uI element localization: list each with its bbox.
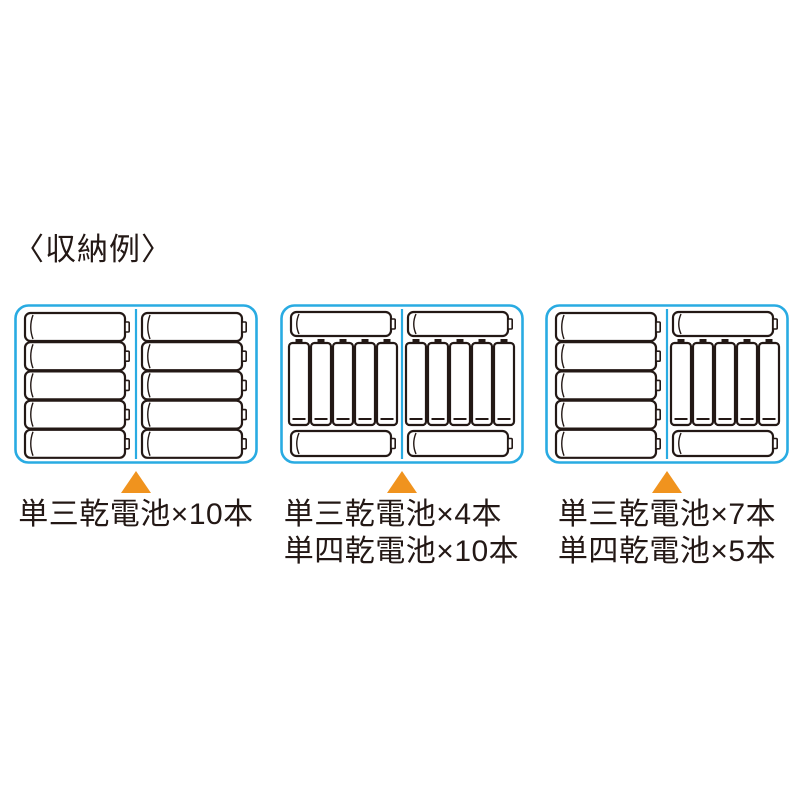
aa-battery <box>140 428 247 459</box>
aa-battery <box>23 399 130 430</box>
aaa-battery <box>426 339 449 427</box>
aaa-battery <box>691 339 715 427</box>
aaa-battery <box>492 339 515 427</box>
case-caption: 単三乾電池×7本単四乾電池×5本 <box>558 496 776 570</box>
aa-battery <box>406 310 513 338</box>
aaa-battery <box>331 339 354 427</box>
aaa-battery <box>735 339 759 427</box>
aa-battery <box>554 311 661 343</box>
case-caption-line: 単三乾電池×10本 <box>18 498 254 531</box>
aaa-battery <box>309 339 332 427</box>
aaa-battery <box>757 339 781 427</box>
pointer-up-triangle-icon <box>386 471 417 493</box>
case-caption: 単三乾電池×4本単四乾電池×10本 <box>284 496 519 570</box>
aa-battery <box>140 399 247 430</box>
storage-case-1: 単三乾電池×10本 <box>14 304 258 570</box>
aaa-battery <box>470 339 493 427</box>
aa-battery <box>23 428 130 459</box>
aa-battery <box>289 310 396 338</box>
aa-battery <box>140 311 247 343</box>
case-caption-line: 単四乾電池×10本 <box>283 535 520 568</box>
storage-case-3: 単三乾電池×7本単四乾電池×5本 <box>545 304 789 570</box>
aa-battery <box>140 341 247 372</box>
aa-battery <box>23 311 130 343</box>
aa-battery <box>554 399 661 430</box>
aaa-battery <box>448 339 471 427</box>
aa-battery <box>23 370 130 401</box>
pointer-up-triangle-icon <box>121 471 151 493</box>
aa-battery <box>554 370 661 401</box>
aa-battery <box>406 429 513 458</box>
storage-case-2: 単三乾電池×4本単四乾電池×10本 <box>279 304 524 570</box>
aa-battery <box>289 429 396 458</box>
cases-row: 単三乾電池×10本単三乾電池×4本単四乾電池×10本単三乾電池×7本単四乾電池×… <box>14 304 789 570</box>
aaa-battery <box>375 339 398 427</box>
aa-battery <box>554 341 661 372</box>
pointer-up-triangle-icon <box>652 471 682 493</box>
case-caption: 単三乾電池×10本 <box>18 496 253 533</box>
aa-battery <box>554 428 661 459</box>
battery-case-diagram <box>279 304 524 464</box>
aaa-battery <box>353 339 376 427</box>
aaa-battery <box>404 339 427 427</box>
figure-title: 〈収納例〉 <box>13 232 173 267</box>
aaa-battery <box>287 339 310 427</box>
case-caption-line: 単四乾電池×5本 <box>557 535 777 568</box>
battery-case-diagram <box>14 304 258 464</box>
case-caption-line: 単三乾電池×4本 <box>283 498 503 531</box>
aaa-battery <box>713 339 737 427</box>
case-caption-line: 単三乾電池×7本 <box>557 498 777 531</box>
aa-battery <box>671 429 778 458</box>
battery-case-diagram <box>545 304 789 464</box>
aa-battery <box>671 310 778 338</box>
aa-battery <box>23 341 130 372</box>
aaa-battery <box>669 339 693 427</box>
aa-battery <box>140 370 247 401</box>
